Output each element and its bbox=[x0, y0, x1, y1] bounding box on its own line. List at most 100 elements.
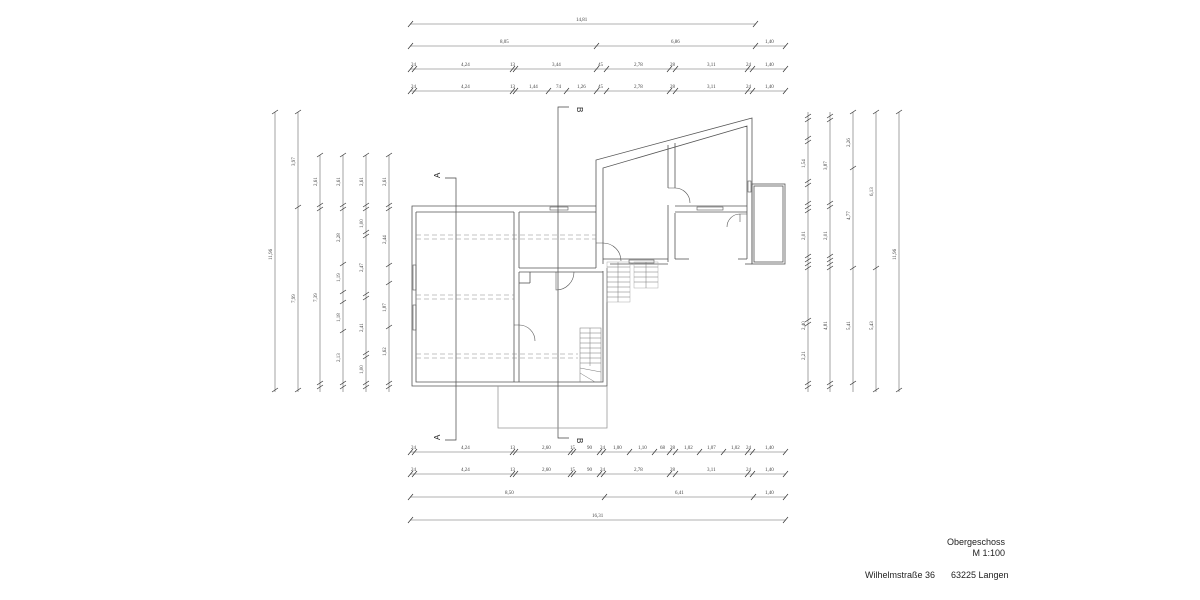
dim-label: 1,00 bbox=[360, 219, 365, 228]
dim-label: 1,02 bbox=[731, 446, 740, 451]
dim-label: 6,13 bbox=[870, 187, 875, 196]
top-dimension-lines bbox=[407, 20, 789, 95]
dim-label: 5,43 bbox=[870, 321, 875, 330]
dim-label: 6,86 bbox=[671, 40, 680, 45]
dim-label: 6,41 bbox=[675, 491, 684, 496]
dim-label: 24 bbox=[411, 63, 417, 68]
dim-label: 5,41 bbox=[847, 321, 852, 330]
dim-label: 2,40 bbox=[802, 321, 807, 330]
dim-label: 1,40 bbox=[765, 491, 774, 496]
section-lines bbox=[445, 106, 569, 441]
dim-label: 1,87 bbox=[383, 303, 388, 312]
left-dimension-text: 11,96 3,97 7,99 2,61 7,39 2,61 2,28 1,19… bbox=[269, 157, 388, 374]
dim-label: 1,26 bbox=[577, 85, 586, 90]
dashed-beam-lines bbox=[416, 234, 596, 359]
dim-label: 13 bbox=[510, 446, 516, 451]
dim-label: 24 bbox=[746, 63, 752, 68]
dim-label: 2,60 bbox=[542, 446, 551, 451]
dim-label: 2,61 bbox=[360, 177, 365, 186]
dim-label: 2,78 bbox=[634, 468, 643, 473]
dim-label: 1,10 bbox=[638, 446, 647, 451]
dim-label: 1,40 bbox=[765, 446, 774, 451]
stairs bbox=[579, 261, 659, 383]
right-dimension-text: 1,54 2,01 2,40 2,21 3,87 2,01 4,81 2,26 … bbox=[802, 138, 898, 360]
dim-label: 15 bbox=[570, 468, 576, 473]
dim-label: 3,87 bbox=[824, 161, 829, 170]
dim-label: 8,50 bbox=[505, 491, 514, 496]
dim-label: 13 bbox=[510, 85, 516, 90]
floor-name: Obergeschoss bbox=[946, 537, 1005, 547]
dim-label: 1,18 bbox=[337, 313, 342, 322]
dim-label: 7,99 bbox=[292, 294, 297, 303]
dim-label: 2,44 bbox=[383, 235, 388, 244]
dim-label: 4,81 bbox=[824, 321, 829, 330]
dim-label: 3,44 bbox=[552, 63, 561, 68]
dim-label: 24 bbox=[411, 85, 417, 90]
windows bbox=[412, 180, 752, 331]
dim-label: 45 bbox=[598, 63, 604, 68]
building-walls bbox=[411, 117, 786, 429]
dim-label: 2,41 bbox=[360, 323, 365, 332]
dim-label: 24 bbox=[746, 468, 752, 473]
city-postcode: 63225 Langen bbox=[951, 570, 1009, 580]
dim-label: 24 bbox=[746, 446, 752, 451]
dim-bottom-overall: 16,31 bbox=[592, 514, 604, 519]
dim-label: 2,28 bbox=[337, 233, 342, 242]
dim-label: 2,60 bbox=[542, 468, 551, 473]
dim-right-overall: 11,96 bbox=[893, 248, 898, 260]
dim-label: 4,24 bbox=[461, 85, 470, 90]
title-block: Obergeschoss M 1:100 bbox=[947, 537, 1005, 559]
dim-label: 7,39 bbox=[314, 293, 319, 302]
dim-label: 74 bbox=[556, 85, 562, 90]
dim-label: 1,00 bbox=[360, 365, 365, 374]
dim-label: 24 bbox=[411, 468, 417, 473]
dim-label: 4,24 bbox=[461, 63, 470, 68]
dim-label: 1,62 bbox=[383, 347, 388, 356]
dim-label: 1,02 bbox=[684, 446, 693, 451]
section-labels: A A B B bbox=[433, 107, 584, 443]
dim-label: 1,40 bbox=[765, 63, 774, 68]
dim-label: 1,19 bbox=[337, 273, 342, 282]
dim-label: 1,07 bbox=[707, 446, 716, 451]
dim-label: 68 bbox=[660, 446, 666, 451]
dim-label: 1,40 bbox=[765, 40, 774, 45]
dim-label: 4,77 bbox=[847, 211, 852, 220]
dim-left-overall: 11,96 bbox=[269, 248, 274, 260]
dim-label: 2,47 bbox=[360, 263, 365, 272]
dim-label: 90 bbox=[587, 446, 593, 451]
dim-label: 28 bbox=[670, 468, 676, 473]
dim-label: 1,44 bbox=[529, 85, 538, 90]
bottom-dimension-text: 24 4,24 13 2,60 15 90 24 1,00 1,10 68 28… bbox=[411, 446, 774, 519]
dim-label: 3,11 bbox=[707, 468, 716, 473]
dim-label: 8,05 bbox=[500, 40, 509, 45]
dim-label: 4,24 bbox=[461, 446, 470, 451]
dim-label: 1,00 bbox=[613, 446, 622, 451]
street-address: Wilhelmstraße 36 bbox=[865, 570, 936, 580]
dim-label: 3,11 bbox=[707, 85, 716, 90]
dim-label: 24 bbox=[600, 446, 606, 451]
dim-label: 2,61 bbox=[314, 177, 319, 186]
dim-label: 3,11 bbox=[707, 63, 716, 68]
dim-top-overall: 14,81 bbox=[576, 18, 588, 23]
dim-label: 2,01 bbox=[802, 231, 807, 240]
dim-label: 2,61 bbox=[337, 177, 342, 186]
dim-label: 2,78 bbox=[634, 85, 643, 90]
dim-label: 28 bbox=[670, 85, 676, 90]
dim-label: 2,21 bbox=[802, 351, 807, 360]
dim-label: 2,26 bbox=[847, 138, 852, 147]
bottom-dimension-lines bbox=[407, 448, 789, 524]
dim-label: 2,78 bbox=[634, 63, 643, 68]
section-b-top-label: B bbox=[575, 107, 584, 112]
dim-label: 13 bbox=[510, 63, 516, 68]
dim-label: 2,01 bbox=[824, 231, 829, 240]
dim-label: 2,13 bbox=[337, 353, 342, 362]
dim-label: 4,24 bbox=[461, 468, 470, 473]
dim-label: 13 bbox=[510, 468, 516, 473]
dim-label: 28 bbox=[670, 63, 676, 68]
dim-label: 90 bbox=[587, 468, 593, 473]
section-a-bottom-label: A bbox=[433, 434, 442, 440]
left-dimension-lines bbox=[271, 109, 393, 393]
dim-label: 24 bbox=[746, 85, 752, 90]
right-dimension-lines bbox=[804, 109, 903, 393]
